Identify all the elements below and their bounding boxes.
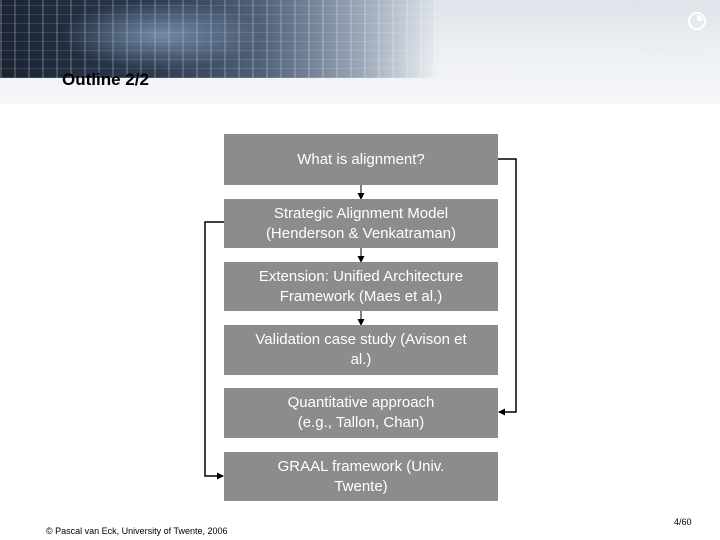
box-line: (Henderson & Venkatraman): [265, 224, 457, 242]
box-line: Quantitative approach: [287, 394, 435, 411]
box-line: Framework (Maes et al.): [279, 287, 443, 305]
loop-arrow-left: [204, 221, 224, 480]
outline-box-validation-case-study: Validation case study (Avison et al.): [224, 325, 498, 375]
outline-box-unified-architecture: Extension: Unified Architecture Framewor…: [224, 262, 498, 311]
slide-title: Outline 2/2: [62, 70, 149, 89]
outline-box-quantitative-approach: Quantitative approach (e.g., Tallon, Cha…: [224, 388, 498, 438]
footer-copyright: © Pascal van Eck, University of Twente, …: [46, 526, 228, 536]
box-line: What is alignment?: [297, 150, 425, 168]
box-line: (e.g., Tallon, Chan): [297, 414, 425, 431]
box-line: GRAAL framework (Univ.: [277, 457, 445, 475]
university-name: University of Twente: [600, 34, 708, 45]
banner-glow: [60, 0, 260, 70]
box-line: Extension: Unified Architecture: [258, 267, 464, 285]
university-country: The Netherlands: [640, 47, 708, 56]
university-logo-icon: [688, 12, 706, 30]
loop-arrow-right: [498, 158, 517, 416]
outline-box-strategic-alignment-model: Strategic Alignment Model (Henderson & V…: [224, 199, 498, 248]
outline-box-graal-framework: GRAAL framework (Univ. Twente): [224, 452, 498, 501]
box-line: al.): [350, 351, 372, 368]
outline-box-alignment: What is alignment?: [224, 134, 498, 185]
box-line: Strategic Alignment Model: [273, 204, 449, 222]
page-number: 4/60: [674, 517, 692, 527]
header-banner: University of Twente The Netherlands: [0, 0, 720, 104]
box-line: Twente): [334, 477, 388, 495]
box-line: Validation case study (Avison et: [255, 331, 467, 348]
